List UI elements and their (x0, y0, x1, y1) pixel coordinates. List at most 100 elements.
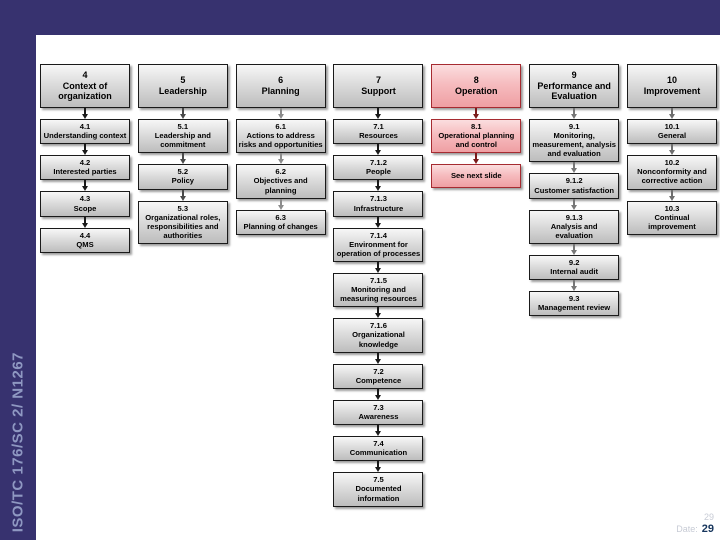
arrow-connector (138, 189, 228, 201)
arrow-line (377, 307, 380, 314)
clause-number: 6.2 (275, 167, 286, 177)
clause-label: Objectives and planning (253, 176, 308, 195)
arrow-head-icon (179, 159, 186, 165)
clause-label: Documented information (355, 484, 402, 503)
arrow-line (377, 108, 380, 114)
arrow-connector (627, 144, 717, 156)
clause-label: QMS (76, 239, 94, 249)
arrow-head-icon (277, 114, 284, 119)
clause-label: Interested parties (53, 167, 117, 177)
arrow-connector (529, 108, 619, 119)
clause-number: 5.1 (177, 122, 189, 131)
clause-label: Operational planning and control (438, 131, 515, 150)
arrow-connector (431, 108, 521, 119)
arrow-line (84, 144, 86, 151)
arrow-head-icon (375, 222, 382, 228)
clause-number: 4.2 (79, 158, 91, 168)
clause-label: Support (361, 86, 396, 96)
arrow-connector (529, 243, 619, 255)
arrow-connector (627, 189, 717, 201)
arrow-head-icon (277, 204, 284, 210)
clause-label: Environment for operation of processes (336, 239, 421, 258)
arrow-connector (333, 352, 423, 364)
clause-number: 10.3 (664, 203, 680, 213)
arrow-head-icon (668, 114, 675, 119)
arrow-line (377, 216, 380, 223)
arrow-head-icon (277, 159, 284, 165)
arrow-head-icon (179, 195, 186, 201)
clause-label: Communication (349, 448, 408, 458)
arrow-head-icon (375, 114, 382, 119)
top-band (0, 0, 720, 35)
clause-number: 7 (375, 75, 381, 86)
clause-number: 10.1 (664, 122, 680, 131)
clause-number: 9.3 (568, 294, 580, 304)
arrow-connector (138, 108, 228, 119)
arrow-line (181, 108, 184, 114)
arrow-connector (236, 153, 326, 165)
clause-number: 7.5 (373, 475, 384, 485)
arrow-line (279, 108, 282, 114)
arrow-connector (529, 162, 619, 174)
page-number: 29 (701, 523, 714, 536)
arrow-head-icon (571, 168, 578, 174)
arrow-connector (333, 108, 423, 119)
clause-label: Management review (538, 303, 611, 313)
arrow-connector (236, 198, 326, 210)
clause-label: Context of organization (58, 80, 112, 102)
clause-label: Policy (171, 176, 195, 186)
arrow-line (279, 198, 282, 205)
clause-number: 10 (666, 75, 677, 86)
arrow-line (377, 180, 380, 187)
document-reference-vertical-text: ISO/TC 176/SC 2/ N1267 (9, 351, 27, 532)
arrow-head-icon (571, 204, 578, 210)
clause-number: 9.1.2 (565, 176, 583, 186)
clause-number: 8 (473, 75, 479, 86)
left-sidebar: ISO/TC 176/SC 2/ N1267 (0, 0, 36, 540)
clause-number: 9.1.3 (565, 212, 583, 222)
clause-number: 8.1 (471, 122, 482, 131)
clause-number: 7.1.5 (370, 275, 387, 285)
clause-label: Operation (455, 86, 498, 96)
clause-label: Performance and Evaluation (537, 80, 611, 102)
clause-number: 7.1.4 (370, 230, 387, 240)
arrow-head-icon (571, 249, 578, 255)
arrow-line (84, 180, 86, 187)
arrow-line (573, 280, 576, 287)
arrow-head-icon (375, 467, 382, 473)
arrow-line (377, 461, 380, 468)
arrow-line (377, 144, 380, 151)
arrow-line (573, 162, 576, 169)
clause-number: 7.1 (373, 122, 384, 131)
arrow-line (670, 189, 673, 196)
arrow-line (573, 108, 576, 114)
arrow-line (377, 425, 380, 432)
arrow-head-icon (571, 286, 578, 292)
arrow-line (377, 388, 380, 395)
clause-number: 5 (180, 75, 186, 86)
clause-label: Internal audit (550, 267, 598, 277)
arrow-connector (40, 144, 130, 156)
arrow-head-icon (473, 114, 480, 119)
arrow-line (181, 189, 184, 196)
arrow-head-icon (668, 195, 675, 201)
arrow-connector (40, 216, 130, 228)
